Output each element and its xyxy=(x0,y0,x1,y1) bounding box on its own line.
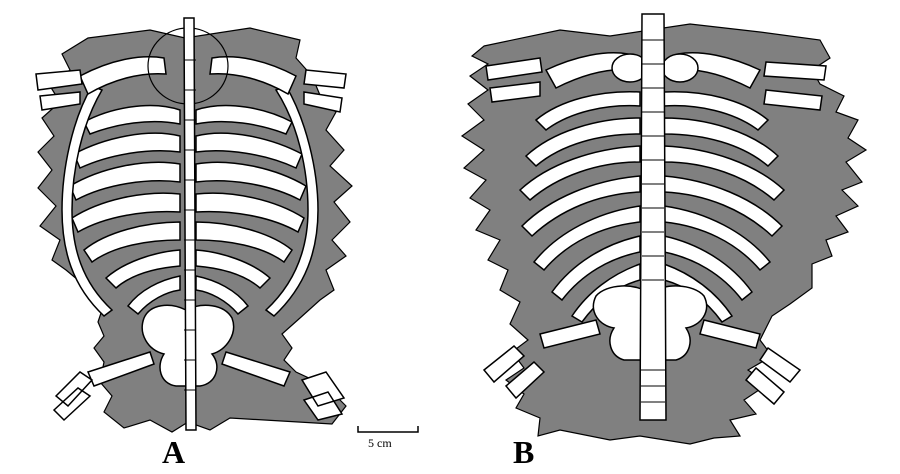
panel-b-rib-left-6 xyxy=(550,235,641,302)
panel-b-rib-right-2 xyxy=(663,117,780,168)
panel-b-label: B xyxy=(513,434,535,470)
panel-b-rib-left-1 xyxy=(534,91,641,131)
panel-b-spine-segments xyxy=(641,39,665,403)
panel-a-rib-right-3 xyxy=(195,161,307,202)
panel-a-rib-left-7 xyxy=(126,275,181,316)
panel-a-spine-segments xyxy=(184,59,196,391)
panel-b-forelimb-left xyxy=(485,57,543,103)
panel-a-rib-left-1 xyxy=(83,104,181,135)
panel-a-spine xyxy=(183,17,197,431)
panel-b-rib-right-6 xyxy=(663,235,754,302)
panel-a-rib-left-2 xyxy=(73,132,181,170)
panel-a-rib-right-7 xyxy=(195,275,250,316)
panel-a-rib-right-5 xyxy=(195,221,294,264)
panel-b-rib-left-3 xyxy=(518,145,641,202)
panel-a-rib-right-2 xyxy=(195,132,303,170)
panel-a-hindlimb-left xyxy=(52,351,155,422)
panel-b-scapula-right xyxy=(661,53,699,83)
panel-b-rib-right-3 xyxy=(663,145,786,202)
panel-b-rib-right-1 xyxy=(663,91,770,131)
panel-b-hindlimb-right xyxy=(699,319,802,406)
panel-b-forelimb-right xyxy=(763,61,827,111)
panel-a-long-bone-left xyxy=(61,85,114,317)
panel-b-rib-left-2 xyxy=(524,117,641,168)
panel-a-long-bone-right xyxy=(264,85,319,317)
panel-a-rib-right-4 xyxy=(195,192,305,234)
panel-a-shoulder-left xyxy=(79,56,167,96)
panel-a-rib-left-3 xyxy=(69,161,181,202)
panel-a-label: A xyxy=(162,434,186,470)
panel-b-spine xyxy=(639,13,667,421)
panel-a-rib-left-4 xyxy=(71,192,181,234)
panel-a-rib-right-1 xyxy=(195,104,293,135)
scale-bar-line xyxy=(357,426,419,433)
panel-b-rib-left-5 xyxy=(532,205,641,272)
panel-b-rib-right-4 xyxy=(663,175,784,238)
panel-a-rib-right-6 xyxy=(195,249,272,290)
panel-a-rib-left-5 xyxy=(82,221,181,264)
panel-b-drawing xyxy=(460,13,868,445)
panel-b-rib-right-5 xyxy=(663,205,772,272)
panel-b-hindlimb-left xyxy=(482,319,601,400)
scale-bar xyxy=(357,426,419,433)
panel-b-rib-left-4 xyxy=(520,175,641,238)
panel-a-rib-left-6 xyxy=(104,249,181,290)
panel-a-shoulder-right xyxy=(209,56,297,96)
panel-a-forelimb-right xyxy=(303,69,347,113)
panel-a-hindlimb-right xyxy=(221,351,346,421)
scale-bar-text: 5 cm xyxy=(368,436,392,450)
panel-a-drawing xyxy=(35,17,353,433)
panel-a-forelimb-left xyxy=(35,69,83,111)
